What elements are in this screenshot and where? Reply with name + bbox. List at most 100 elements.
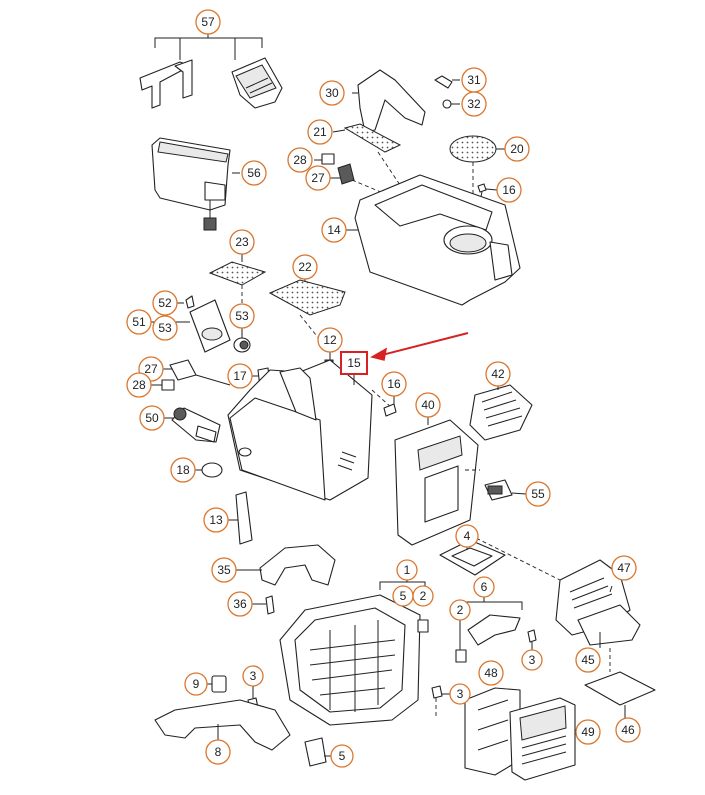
svg-text:5: 5 [400,589,407,603]
svg-text:14: 14 [327,223,341,237]
part-8-bracket [154,699,291,751]
svg-text:21: 21 [313,125,327,139]
svg-text:16: 16 [502,183,516,197]
callout-47[interactable]: 47 [611,555,637,581]
svg-text:56: 56 [247,166,261,180]
part-2-clip-b [455,618,467,663]
callout-3-center[interactable]: 3 [449,683,471,705]
part-3-screw-b [431,685,452,716]
callout-28-top[interactable]: 28 [287,147,313,173]
part-55-connector [484,479,527,501]
part-14-upper-console [346,174,521,306]
callout-51[interactable]: 51 [126,309,152,335]
part-21-mat [332,123,402,186]
callout-12[interactable]: 12 [317,327,343,353]
callout-13[interactable]: 13 [203,507,229,533]
svg-text:13: 13 [209,513,223,527]
part-36-screw [252,595,275,615]
svg-text:36: 36 [233,597,247,611]
callout-6[interactable]: 6 [473,576,495,598]
callout-27-top[interactable]: 27 [305,165,331,191]
callout-55[interactable]: 55 [525,481,551,507]
callout-57[interactable]: 57 [195,9,221,35]
callout-1[interactable]: 1 [396,559,418,581]
svg-text:45: 45 [581,653,595,667]
callout-2-top[interactable]: 2 [412,585,434,607]
callout-3-right[interactable]: 3 [521,649,543,671]
part-15-center-console [227,359,393,501]
part-9-bushing [204,675,227,693]
callout-16-top[interactable]: 16 [496,177,522,203]
callout-21[interactable]: 21 [307,119,333,145]
part-56-storage-box [151,137,240,231]
svg-text:30: 30 [325,86,339,100]
part-18-ring [195,462,223,478]
svg-text:2: 2 [457,603,464,617]
svg-text:3: 3 [250,669,257,683]
callout-17[interactable]: 17 [227,363,253,389]
part-3-screw-a [527,629,537,650]
svg-text:6: 6 [481,580,488,594]
svg-text:2: 2 [420,589,427,603]
callout-46[interactable]: 46 [615,717,641,743]
svg-text:1: 1 [404,563,411,577]
pointer-arrow [370,332,469,361]
callout-28-left[interactable]: 28 [126,372,152,398]
part-6-bracket [461,597,523,646]
svg-text:27: 27 [311,171,325,185]
svg-text:28: 28 [132,378,146,392]
part-22-mat [268,278,346,341]
callout-48[interactable]: 48 [478,660,504,686]
callout-50[interactable]: 50 [139,405,165,431]
svg-text:4: 4 [464,529,471,543]
svg-text:46: 46 [621,723,635,737]
callout-18[interactable]: 18 [170,457,196,483]
callout-32[interactable]: 32 [461,91,487,117]
svg-text:52: 52 [158,296,172,310]
part-30-bracket [352,69,426,133]
callout-45[interactable]: 45 [575,647,601,673]
callout-52[interactable]: 52 [152,290,178,316]
svg-text:50: 50 [145,411,159,425]
callout-4[interactable]: 4 [455,524,479,548]
part-28-cap-left [151,374,231,391]
callout-42[interactable]: 42 [485,361,511,387]
callout-35[interactable]: 35 [211,557,237,583]
callout-5-top[interactable]: 5 [392,585,414,607]
callout-5-bottom[interactable]: 5 [330,744,354,768]
callout-49[interactable]: 49 [575,719,601,745]
part-50-lighter [164,407,221,443]
svg-text:3: 3 [529,653,536,667]
svg-text:16: 16 [387,377,401,391]
svg-text:31: 31 [467,73,481,87]
callout-9[interactable]: 9 [184,672,208,696]
callout-40[interactable]: 40 [415,392,441,418]
callout-31[interactable]: 31 [461,67,487,93]
callout-53-left[interactable]: 53 [152,315,178,341]
callout-20[interactable]: 20 [504,136,530,162]
callout-30[interactable]: 30 [319,80,345,106]
part-49-control-panel [509,697,584,781]
callout-22[interactable]: 22 [292,254,318,280]
callout-2-mid[interactable]: 2 [449,599,471,621]
part-16-screw-mid [383,394,397,417]
part-13-trim [228,491,253,545]
callout-23[interactable]: 23 [229,229,255,255]
callout-8[interactable]: 8 [205,739,231,765]
callout-3-left[interactable]: 3 [242,665,264,687]
callout-56[interactable]: 56 [241,160,267,186]
svg-text:20: 20 [510,142,524,156]
callout-15-highlighted[interactable]: 15 [340,351,368,375]
callout-53-right[interactable]: 53 [229,303,255,329]
callout-36[interactable]: 36 [227,591,253,617]
part-20-round-mat [449,135,505,215]
svg-text:42: 42 [491,367,505,381]
part-28-cap [314,153,335,165]
svg-text:55: 55 [531,487,545,501]
callout-16-mid[interactable]: 16 [381,371,407,397]
svg-text:32: 32 [467,97,481,111]
svg-text:9: 9 [193,677,200,691]
part-2-clip-a [417,619,429,633]
callout-14[interactable]: 14 [321,217,347,243]
part-45-vent-housing [469,534,641,648]
